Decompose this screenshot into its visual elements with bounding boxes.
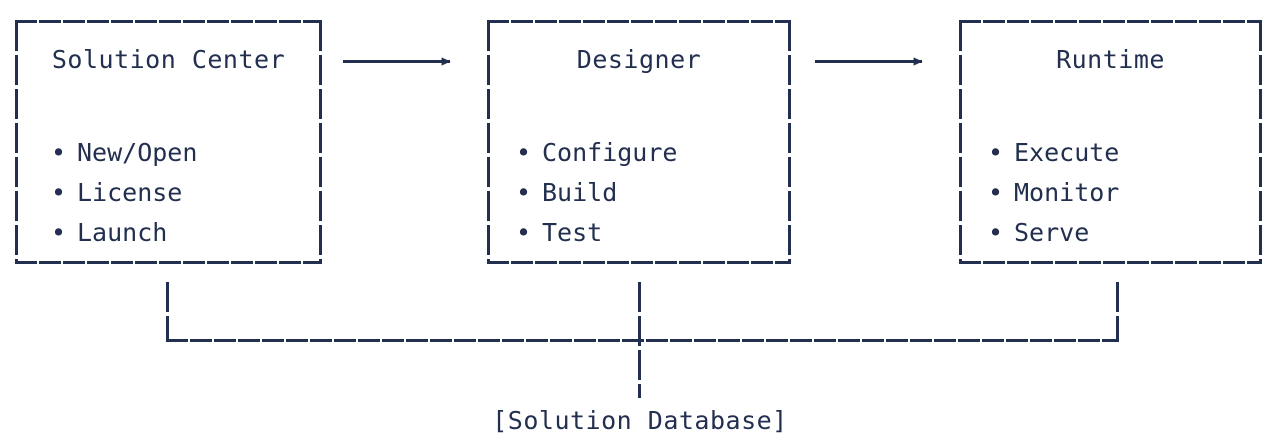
list-item[interactable]: • Build — [516, 173, 677, 213]
list-item[interactable]: • Monitor — [988, 173, 1119, 213]
node-title-runtime: Runtime — [1056, 45, 1165, 74]
node-list-designer: • Configure • Build • Test — [516, 133, 677, 253]
box-outline-solution-center — [15, 20, 322, 264]
list-item-label: Configure — [542, 138, 678, 167]
list-item[interactable]: • Test — [516, 213, 677, 253]
node-runtime[interactable]: Runtime • Execute • Monitor • Serve — [959, 21, 1262, 263]
node-designer[interactable]: Designer • Configure • Build • Test — [487, 21, 791, 263]
list-item[interactable]: • Serve — [988, 213, 1119, 253]
bullet-icon: • — [51, 218, 67, 247]
node-list-runtime: • Execute • Monitor • Serve — [988, 133, 1119, 253]
bullet-icon: • — [516, 218, 532, 247]
list-item-label: New/Open — [77, 138, 198, 167]
bullet-icon: • — [988, 218, 1004, 247]
node-list-solution-center: • New/Open • License • Launch — [51, 133, 197, 253]
list-item-label: Execute — [1014, 138, 1120, 167]
bullet-icon: • — [988, 138, 1004, 167]
list-item-label: Build — [542, 178, 618, 207]
bullet-icon: • — [516, 178, 532, 207]
list-item[interactable]: • Execute — [988, 133, 1119, 173]
solution-database-label: [Solution Database] — [492, 406, 788, 435]
solution-database-bus — [166, 282, 1119, 398]
bullet-icon: • — [51, 138, 67, 167]
list-item-label: License — [77, 178, 183, 207]
list-item[interactable]: • Configure — [516, 133, 677, 173]
list-item[interactable]: • License — [51, 173, 197, 213]
box-outline-designer — [487, 20, 791, 264]
box-outline-runtime — [959, 20, 1262, 264]
node-title-solution-center: Solution Center — [51, 45, 286, 74]
list-item[interactable]: • New/Open — [51, 133, 197, 173]
list-item-label: Launch — [77, 218, 168, 247]
bullet-icon: • — [988, 178, 1004, 207]
bullet-icon: • — [516, 138, 532, 167]
list-item-label: Serve — [1014, 218, 1090, 247]
node-title-designer: Designer — [576, 45, 702, 74]
bullet-icon: • — [51, 178, 67, 207]
node-solution-center[interactable]: Solution Center • New/Open • License • Laun… — [15, 21, 322, 263]
list-item-label: Test — [542, 218, 603, 247]
list-item[interactable]: • Launch — [51, 213, 197, 253]
list-item-label: Monitor — [1014, 178, 1120, 207]
